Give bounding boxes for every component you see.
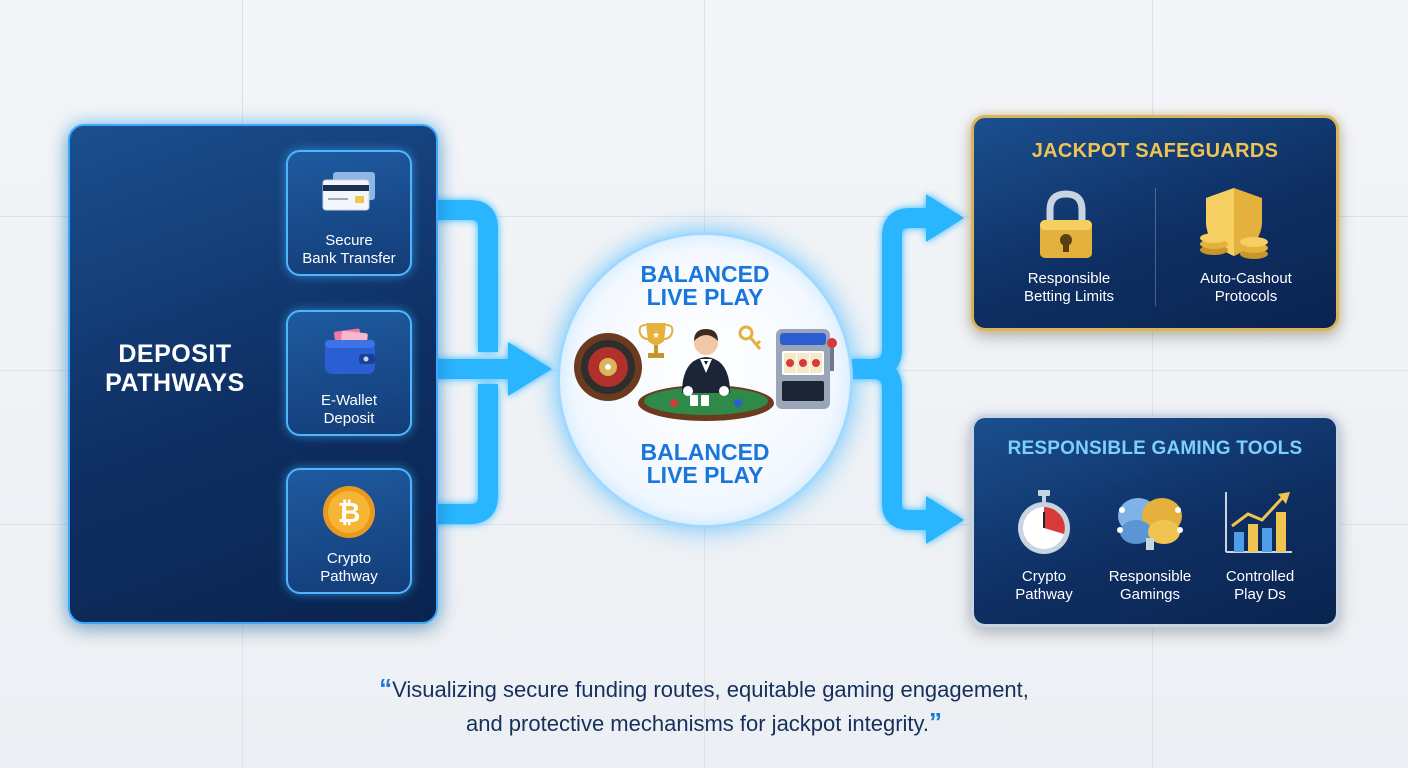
- option-label-line: E-Wallet: [320, 392, 378, 409]
- option-label: Crypto Pathway: [288, 550, 410, 586]
- brain-icon: [1117, 498, 1183, 550]
- connector-crypto: [410, 384, 498, 524]
- responsible-gamings-label: Responsible Gamings: [1090, 568, 1210, 604]
- center-title-line: BALANCED: [640, 261, 770, 287]
- deposit-title-line2: PATHWAYS: [105, 369, 245, 397]
- caption-text: and protective mechanisms for jackpot in…: [465, 711, 930, 736]
- option-label-line: Crypto: [326, 550, 372, 567]
- deposit-pathways-title: DEPOSIT PATHWAYS: [90, 340, 260, 398]
- caption-text: Visualizing secure funding routes, equit…: [392, 677, 1029, 702]
- sub-label-line: Responsible: [1108, 568, 1192, 585]
- padlock-icon: [1040, 190, 1092, 258]
- grid-line: [0, 216, 1408, 217]
- connector-out: [850, 208, 930, 379]
- connector-bank: [410, 200, 498, 352]
- sub-label-line: Protocols: [1214, 288, 1278, 305]
- option-secure-bank-transfer[interactable]: Secure Bank Transfer: [286, 150, 412, 276]
- sub-label-line: Auto-Cashout: [1200, 270, 1292, 287]
- sub-label-line: Play Ds: [1234, 586, 1286, 603]
- sub-label-line: Gamings: [1119, 586, 1181, 603]
- divider: [1155, 188, 1156, 306]
- open-quote: “: [379, 673, 393, 703]
- center-title-bottom: BALANCED LIVE PLAY: [560, 441, 850, 487]
- option-label-line: Bank Transfer: [302, 250, 396, 267]
- dealer-icon: [682, 329, 730, 396]
- trophy-icon: ★: [638, 323, 674, 358]
- arrowhead-jackpot: [926, 194, 964, 242]
- deposit-pathways-panel: DEPOSIT PATHWAYS Secure Bank Transfer E-…: [68, 124, 438, 624]
- sub-label-line: Crypto: [1021, 568, 1067, 585]
- svg-text:★: ★: [652, 331, 660, 341]
- shield-coins-icon: [1200, 188, 1268, 259]
- responsible-betting-limits-label: Responsible Betting Limits: [994, 270, 1144, 306]
- stopwatch-icon: [1018, 490, 1070, 554]
- arrowhead-tools: [926, 496, 964, 544]
- wallet-icon: [325, 328, 375, 374]
- connector-out-lower: [871, 359, 930, 530]
- center-title-line: BALANCED: [640, 439, 770, 465]
- center-title-line: LIVE PLAY: [646, 462, 764, 488]
- sub-label-line: Controlled: [1225, 568, 1295, 585]
- slot-machine-icon: [776, 329, 837, 409]
- option-crypto-pathway[interactable]: ₿ Crypto Pathway: [286, 468, 412, 594]
- sub-label-line: Betting Limits: [1023, 288, 1115, 305]
- option-label: E-Wallet Deposit: [288, 392, 410, 428]
- growth-chart-icon: [1225, 492, 1292, 553]
- option-e-wallet-deposit[interactable]: E-Wallet Deposit: [286, 310, 412, 436]
- jackpot-safeguards-panel: JACKPOT SAFEGUARDS Responsible Betting L…: [971, 115, 1339, 331]
- auto-cashout-protocols-label: Auto-Cashout Protocols: [1162, 270, 1330, 306]
- option-label: Secure Bank Transfer: [288, 232, 410, 268]
- casino-scene-illustration: ★: [574, 323, 837, 421]
- caption-line1: “Visualizing secure funding routes, equi…: [250, 672, 1158, 706]
- caption-line2: and protective mechanisms for jackpot in…: [250, 706, 1158, 740]
- sub-label-line: Responsible: [1027, 270, 1111, 287]
- tools-heading: RESPONSIBLE GAMING TOOLS: [1007, 438, 1303, 459]
- controlled-play-label: Controlled Play Ds: [1200, 568, 1320, 604]
- card-table-icon: [638, 385, 774, 421]
- center-title-line: LIVE PLAY: [646, 284, 764, 310]
- balanced-live-play-hub: BALANCED LIVE PLAY: [557, 232, 853, 528]
- roulette-wheel-icon: [574, 333, 642, 401]
- golden-keys-icon: [738, 325, 762, 350]
- responsible-gaming-tools-panel: RESPONSIBLE GAMING TOOLS Crypto Pathway …: [971, 415, 1339, 627]
- sub-label-line: Pathway: [1015, 586, 1073, 603]
- svg-text:₿: ₿: [338, 496, 361, 529]
- option-label-line: Deposit: [323, 410, 375, 427]
- caption: “Visualizing secure funding routes, equi…: [250, 672, 1158, 740]
- center-title-top: BALANCED LIVE PLAY: [560, 263, 850, 309]
- close-quote: ”: [929, 707, 943, 737]
- bitcoin-icon: ₿: [323, 486, 375, 538]
- crypto-pathway-tool-label: Crypto Pathway: [984, 568, 1104, 604]
- arrowhead-center: [508, 342, 552, 396]
- jackpot-heading: JACKPOT SAFEGUARDS: [1031, 140, 1279, 162]
- credit-card-icon: [322, 172, 375, 211]
- option-label-line: Pathway: [320, 568, 378, 585]
- deposit-title-line1: DEPOSIT: [118, 340, 232, 368]
- grid-line: [1152, 0, 1153, 768]
- option-label-line: Secure: [325, 232, 373, 249]
